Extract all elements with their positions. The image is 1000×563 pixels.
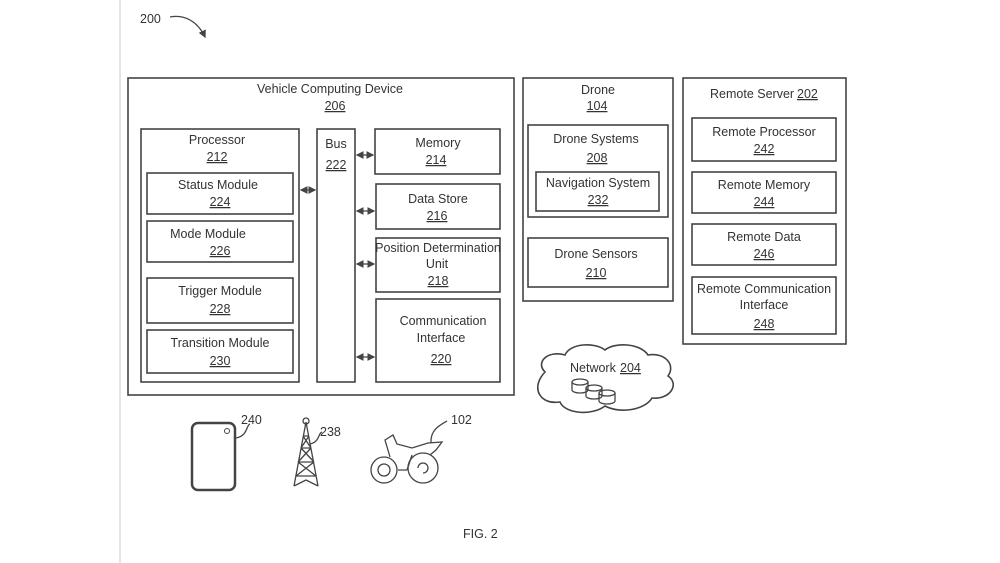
trigger-module-ref: 228: [210, 302, 231, 316]
transition-module-ref: 230: [210, 354, 231, 368]
mode-module-ref: 226: [210, 244, 231, 258]
cell-tower-ref: 238: [320, 425, 341, 439]
cloud-database-icon: [538, 345, 673, 413]
remote-comm-title-line1: Remote Communication: [697, 282, 831, 296]
motorcycle-ref: 102: [451, 413, 472, 427]
mobile-device: 240: [192, 413, 262, 490]
motorcycle: 102: [371, 413, 472, 483]
remote-processor-ref: 242: [754, 142, 775, 156]
remote-server-title: Remote Server: [710, 87, 794, 101]
mobile-device-ref: 240: [241, 413, 262, 427]
network-cloud: Network 204: [538, 345, 673, 413]
cell-tower-icon: [294, 418, 318, 486]
processor-box: Processor 212 Status Module 224 Mode Mod…: [141, 129, 299, 382]
network-title: Network: [570, 361, 617, 375]
drone-title: Drone: [581, 83, 615, 97]
communication-interface-box: Communication Interface 220: [376, 299, 500, 382]
vehicle-computing-device: Vehicle Computing Device 206 Processor 2…: [128, 78, 514, 395]
remote-processor-title: Remote Processor: [712, 125, 816, 139]
processor-ref: 212: [207, 150, 228, 164]
navigation-system-title: Navigation System: [546, 176, 650, 190]
data-store-ref: 216: [427, 209, 448, 223]
figure-ref-arrow: [170, 16, 205, 37]
trigger-module-title: Trigger Module: [178, 284, 262, 298]
network-ref: 204: [620, 361, 641, 375]
memory-box: Memory 214: [375, 129, 500, 174]
remote-server-box: Remote Server 202 Remote Processor 242 R…: [683, 78, 846, 344]
transition-module-title: Transition Module: [171, 336, 270, 350]
vehicle-title: Vehicle Computing Device: [257, 82, 403, 96]
position-determination-box: Position Determination Unit 218: [375, 238, 501, 292]
remote-comm-ref: 248: [754, 317, 775, 331]
comm-title-line1: Communication: [400, 314, 487, 328]
memory-title: Memory: [415, 136, 461, 150]
remote-comm-title-line2: Interface: [740, 298, 789, 312]
comm-ref: 220: [431, 352, 452, 366]
position-ref: 218: [428, 274, 449, 288]
position-title-line1: Position Determination: [375, 241, 501, 255]
status-module-ref: 224: [210, 195, 231, 209]
memory-ref: 214: [426, 153, 447, 167]
position-title-line2: Unit: [426, 257, 449, 271]
remote-memory-title: Remote Memory: [718, 178, 811, 192]
mode-module-title: Mode Module: [170, 227, 246, 241]
cell-tower: 238: [294, 418, 341, 486]
drone-systems-ref: 208: [587, 151, 608, 165]
status-module-title: Status Module: [178, 178, 258, 192]
vehicle-ref: 206: [325, 99, 346, 113]
navigation-system-ref: 232: [588, 193, 609, 207]
figure-caption: FIG. 2: [463, 527, 498, 541]
remote-data-title: Remote Data: [727, 230, 801, 244]
processor-title: Processor: [189, 133, 245, 147]
drone-box: Drone 104 Drone Systems 208 Navigation S…: [523, 78, 673, 301]
data-store-box: Data Store 216: [376, 184, 500, 229]
drone-sensors-title: Drone Sensors: [554, 247, 637, 261]
remote-server-ref: 202: [797, 87, 818, 101]
bus-ref: 222: [326, 158, 347, 172]
drone-ref: 104: [587, 99, 608, 113]
remote-memory-ref: 244: [754, 195, 775, 209]
figure-ref: 200: [140, 12, 161, 26]
remote-data-ref: 246: [754, 247, 775, 261]
data-store-title: Data Store: [408, 192, 468, 206]
drone-sensors-ref: 210: [586, 266, 607, 280]
bus-box: Bus 222: [317, 129, 355, 382]
bus-title: Bus: [325, 137, 347, 151]
drone-systems-title: Drone Systems: [553, 132, 638, 146]
comm-title-line2: Interface: [417, 331, 466, 345]
